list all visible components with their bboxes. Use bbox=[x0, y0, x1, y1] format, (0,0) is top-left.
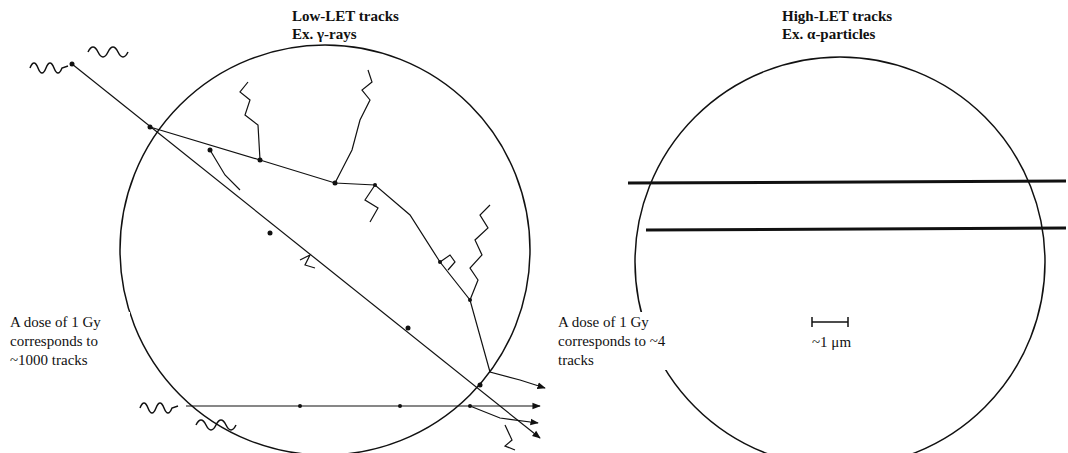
ionisation-dot bbox=[70, 62, 483, 409]
photon-symbol bbox=[30, 63, 68, 73]
cell-outline bbox=[120, 45, 530, 453]
photon-symbol bbox=[140, 403, 178, 413]
panel-heading: Ex. α-particles bbox=[780, 24, 877, 45]
photon-symbol bbox=[88, 47, 128, 57]
cell-outline bbox=[635, 57, 1045, 453]
scale-bar bbox=[812, 317, 848, 327]
alpha-track bbox=[628, 181, 1066, 183]
dose-note: A dose of 1 Gy corresponds to ~4 tracks bbox=[556, 312, 678, 370]
panel-heading: Low-LET tracks bbox=[290, 6, 401, 27]
photon-symbol bbox=[196, 420, 236, 430]
scale-label: ~1 μm bbox=[810, 332, 853, 353]
alpha-track bbox=[646, 228, 1066, 230]
panel-heading: High-LET tracks bbox=[780, 6, 894, 27]
panel-heading: Ex. γ-rays bbox=[290, 24, 359, 45]
dose-note: A dose of 1 Gy corresponds to ~1000 trac… bbox=[8, 312, 130, 370]
low-let-track bbox=[72, 64, 545, 450]
